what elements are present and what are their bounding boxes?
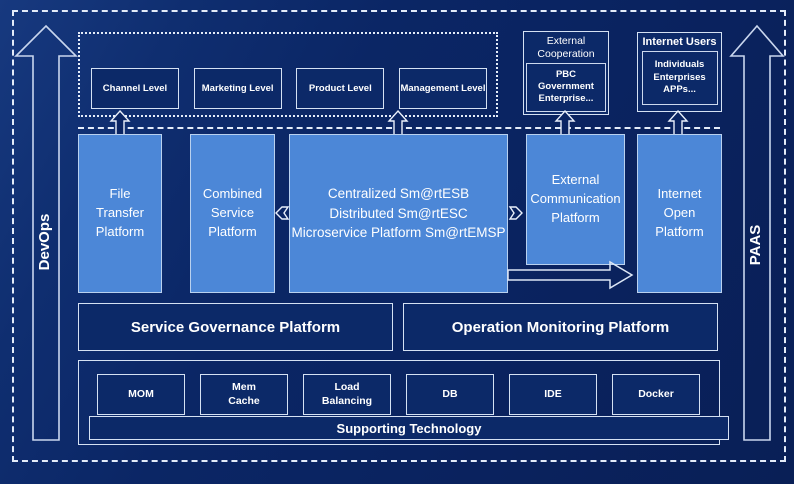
external-cooperation-content: PBC Government Enterprise... [526,62,606,112]
levels-container: Channel Level Marketing Level Product Leve… [78,32,498,117]
external-communication-platform-box: External Communication Platform [526,134,625,265]
platform-line: Centralized Sm@rtESB [327,186,470,202]
supporting-technology-container: MOM Mem Cache Load Balancing DB IDE Docker Su… [78,360,729,445]
external-cooperation-title: External Cooperation [537,35,595,60]
internet-users-title: Internet Users [642,36,717,48]
operation-monitoring-platform-box: Operation Monitoring Platform [403,303,718,351]
up-arrow-icon [387,109,409,136]
internet-open-platform-box: Internet Open Platform [637,134,722,293]
central-esb-platform-box: Centralized Sm@rtESB Distributed Sm@rtESC… [289,134,508,293]
supporting-technology-bar: Supporting Technology [89,416,729,440]
level-box: Management Level [398,68,487,109]
central-esb-lines: Centralized Sm@rtESB Distributed Sm@rtESC… [292,184,506,243]
service-governance-platform-box: Service Governance Platform [78,303,393,351]
flow-right-arrow-icon [507,260,634,290]
tech-label: MOM [128,387,154,400]
internet-users-box: Internet Users Individuals Enterprises A… [637,32,722,112]
level-box: Marketing Level [193,68,282,109]
tech-label: Load Balancing [321,381,373,407]
paas-up-arrow-icon [729,24,785,441]
combined-service-platform-box: Combined Service Platform [190,134,275,293]
file-transfer-platform-box: File Transfer Platform [78,134,162,293]
tech-label: Mem Cache [228,381,260,407]
platform-line: Distributed Sm@rtESC [329,205,468,221]
tech-box: Mem Cache [200,374,288,415]
devops-label: DevOps [36,213,53,271]
left-arrow-icon [275,206,290,220]
tech-label: IDE [544,387,562,400]
up-arrow-icon [109,109,131,136]
tech-box: Load Balancing [303,374,391,415]
internet-users-content: Individuals Enterprises APPs... [641,51,718,105]
level-box: Channel Level [91,68,179,109]
paas-label: PAAS [747,224,764,266]
tech-label: Docker [638,387,674,400]
right-arrow-icon [508,206,523,220]
tech-box: Docker [612,374,700,415]
tech-box: DB [406,374,494,415]
outer-dashed-frame [12,10,786,462]
tech-label: DB [442,387,458,400]
up-arrow-icon [554,109,576,136]
tech-box: MOM [97,374,185,415]
external-cooperation-box: External Cooperation PBC Government Ente… [523,31,609,115]
devops-up-arrow-icon [14,24,78,441]
up-arrow-icon [667,109,689,136]
platform-line: Microservice Platform Sm@rtEMSP [291,225,506,241]
technology-row: MOM Mem Cache Load Balancing DB IDE Docker [79,374,721,415]
tech-box: IDE [509,374,597,415]
level-box: Product Level [296,68,385,109]
